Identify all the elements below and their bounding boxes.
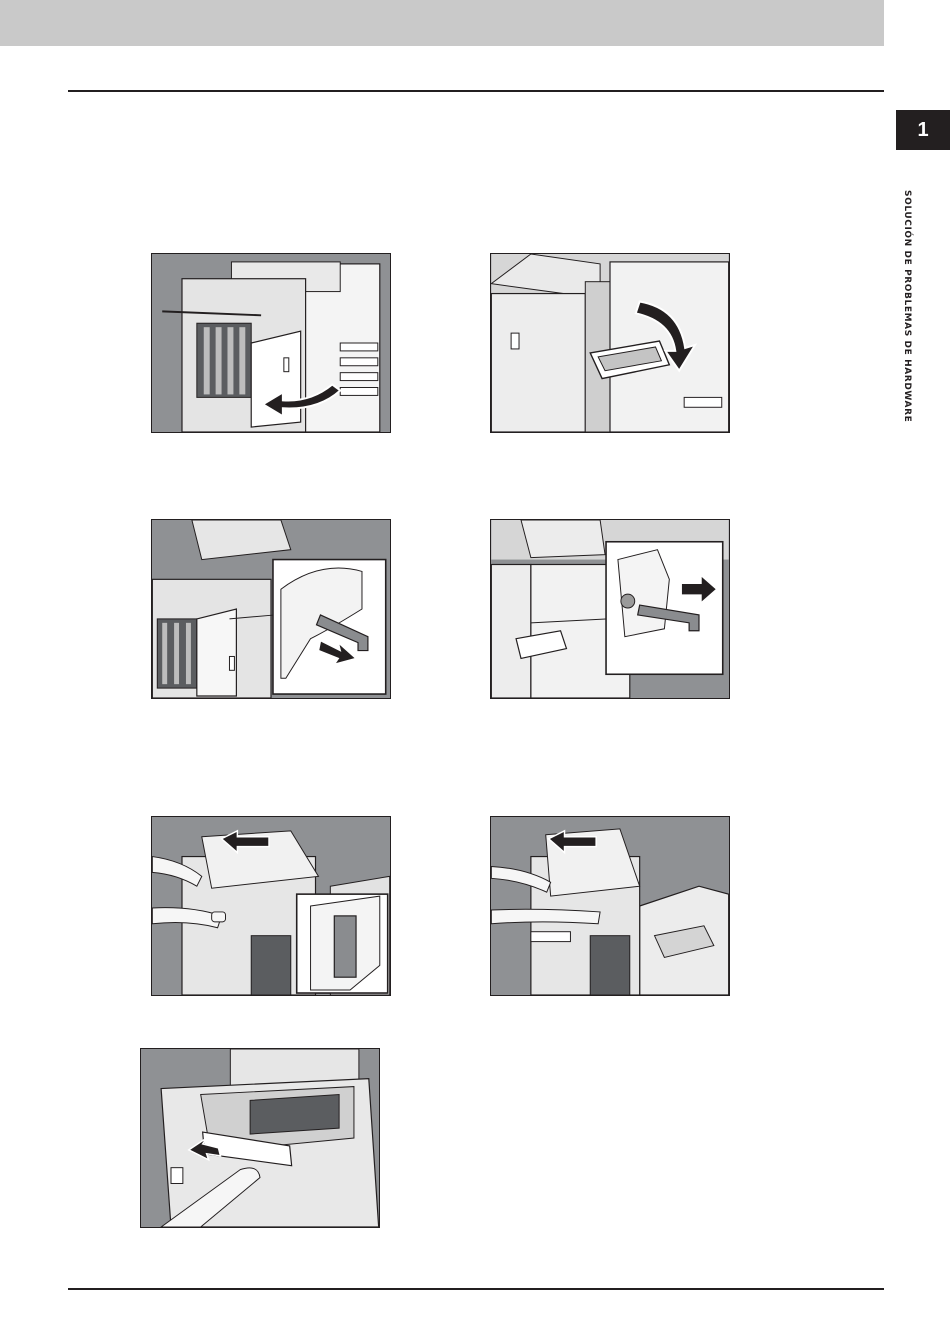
figure-1-open-finisher-cover — [151, 253, 391, 433]
figure-6-slide-finisher-away — [490, 816, 730, 996]
chapter-title-vertical: SOLUCIÓN DE PROBLEMAS DE HARDWARE — [902, 190, 912, 422]
figure-4-pull-lever-detail — [490, 519, 730, 699]
figure-7-remove-jammed-paper — [140, 1048, 380, 1228]
footer-rule — [68, 1288, 884, 1290]
pull-down-unit-illustration — [491, 254, 729, 432]
figure-3-pull-lever-detail — [151, 519, 391, 699]
figure-2-pull-down-unit — [490, 253, 730, 433]
pull-lever-detail-illustration — [152, 520, 390, 698]
slide-finisher-away-illustration — [152, 817, 390, 995]
chapter-number-tab: 1 — [896, 110, 950, 150]
slide-finisher-away-illustration — [491, 817, 729, 995]
pull-lever-detail-illustration — [491, 520, 729, 698]
header-rule — [68, 90, 884, 92]
header-band — [0, 0, 884, 46]
open-finisher-front-cover-illustration — [152, 254, 390, 432]
remove-jammed-paper-illustration — [141, 1049, 379, 1227]
figure-5-slide-finisher-away — [151, 816, 391, 996]
